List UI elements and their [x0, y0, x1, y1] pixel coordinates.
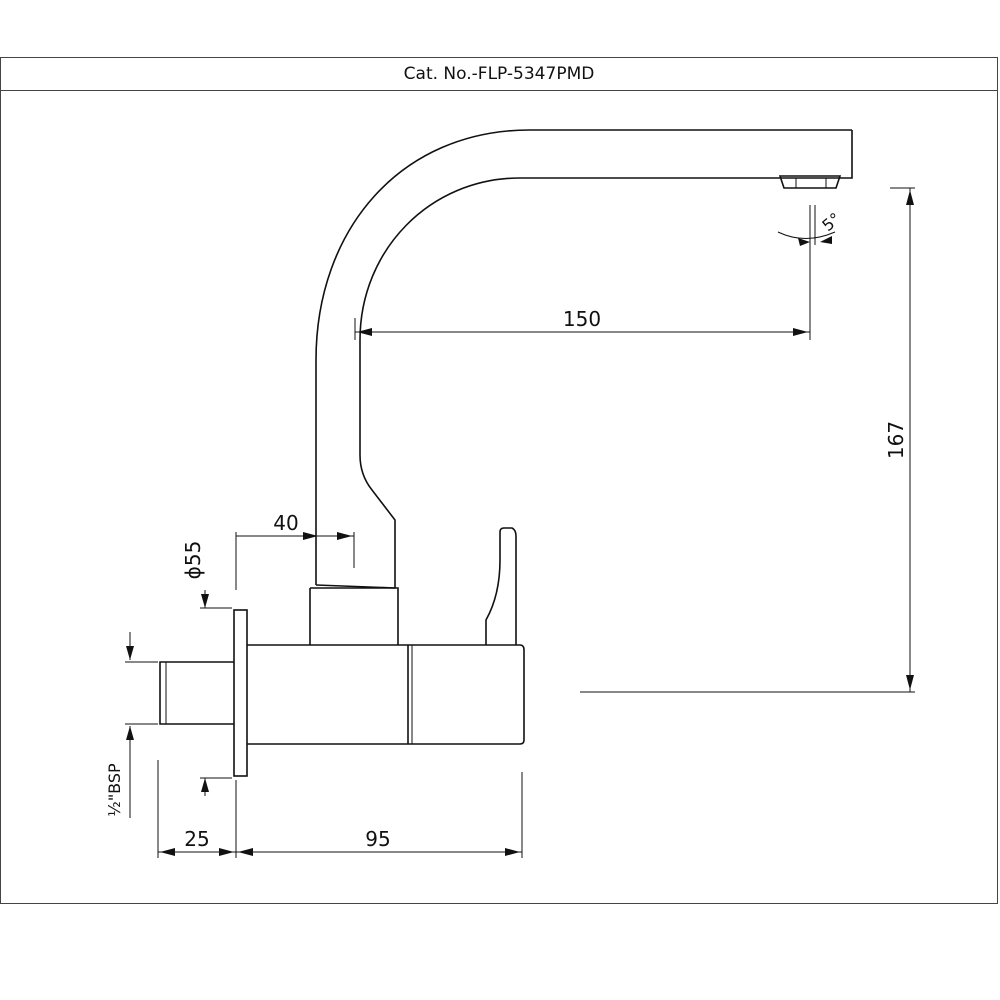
spout-offset-dimension: 40 — [235, 511, 355, 590]
spout-angle-label: 5° — [818, 209, 844, 235]
aerator — [778, 175, 842, 189]
inlet-length-label: 25 — [184, 827, 209, 851]
spout-tip — [840, 130, 853, 179]
spout-offset-label: 40 — [273, 511, 298, 535]
main-body — [247, 644, 525, 745]
inlet-thread-dimension: ½"BSP — [105, 632, 158, 818]
mounting-flange — [233, 609, 248, 777]
spout-inner-edge — [359, 177, 840, 588]
inlet-shank — [159, 661, 234, 725]
spout-angle-dimension: 5° — [777, 205, 845, 246]
inlet-length-dimension: 25 — [157, 760, 237, 858]
height-dimension: 167 — [580, 187, 915, 693]
spout-outer-edge — [315, 129, 852, 585]
inlet-thread-label: ½"BSP — [105, 763, 124, 817]
flange-diameter-dimension: ϕ55 — [181, 541, 232, 796]
body-length-dimension: 95 — [236, 772, 523, 858]
drawing-frame: Cat. No.-FLP-5347PMD — [0, 57, 998, 904]
height-label: 167 — [884, 421, 908, 459]
body-length-label: 95 — [365, 827, 390, 851]
flange-diameter-label: ϕ55 — [181, 541, 205, 580]
lever-handle — [485, 527, 517, 645]
faucet-outline — [159, 129, 853, 777]
reach-dimension: 150 — [354, 205, 811, 340]
upper-body — [309, 587, 399, 645]
catalog-number-title: Cat. No.-FLP-5347PMD — [1, 58, 997, 91]
reach-label: 150 — [563, 307, 601, 331]
